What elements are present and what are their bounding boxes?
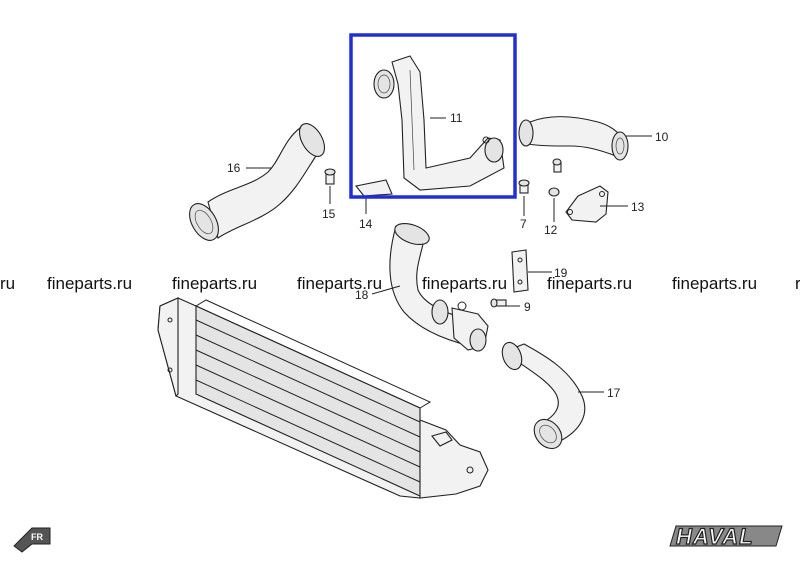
callout-18: 18: [355, 288, 369, 302]
callout-14: 14: [359, 217, 373, 231]
watermark-text: fineparts.ru: [422, 274, 507, 293]
callout-12: 12: [544, 223, 558, 237]
nut-12[interactable]: [548, 187, 560, 197]
svg-text:HAVAL: HAVAL: [676, 524, 754, 549]
bolt-upper[interactable]: [552, 158, 562, 173]
watermark-text: fineparts.ru: [672, 274, 757, 293]
callout-19: 19: [554, 266, 568, 280]
highlight-box: [349, 33, 517, 199]
hose-17[interactable]: [499, 340, 586, 454]
hose-10[interactable]: [518, 116, 629, 161]
bolt-9[interactable]: [490, 298, 507, 308]
callout-9: 9: [524, 300, 531, 314]
leader-lines: [246, 117, 652, 393]
watermark-strip: ru fineparts.ru fineparts.ru fineparts.r…: [0, 274, 800, 293]
watermark-text: fineparts.ru: [297, 274, 382, 293]
watermark-text: fineparts.ru: [47, 274, 132, 293]
callout-11: 11: [450, 111, 463, 125]
bracket-13[interactable]: [565, 185, 609, 223]
watermark-text: fineparts.ru: [547, 274, 632, 293]
bracket-14[interactable]: [355, 179, 393, 197]
callout-15: 15: [322, 207, 336, 221]
callout-10: 10: [655, 130, 669, 144]
svg-text:FR: FR: [31, 532, 43, 542]
watermark-text: r: [795, 274, 800, 293]
callout-13: 13: [631, 200, 645, 214]
callout-16: 16: [227, 161, 241, 175]
haval-logo: HAVAL: [669, 523, 783, 550]
bracket-19[interactable]: [511, 249, 529, 293]
callout-17: 17: [607, 386, 621, 400]
pipe-11[interactable]: [373, 55, 505, 191]
intercooler[interactable]: [157, 297, 489, 499]
watermark-text: fineparts.ru: [172, 274, 257, 293]
bolt-7[interactable]: [518, 179, 530, 194]
bolt-15[interactable]: [324, 168, 336, 185]
hose-18[interactable]: [389, 219, 489, 352]
callout-7: 7: [520, 217, 527, 231]
watermark-text: ru: [0, 274, 15, 293]
hose-16[interactable]: [184, 119, 330, 245]
fr-arrow-icon: FR: [13, 527, 51, 553]
